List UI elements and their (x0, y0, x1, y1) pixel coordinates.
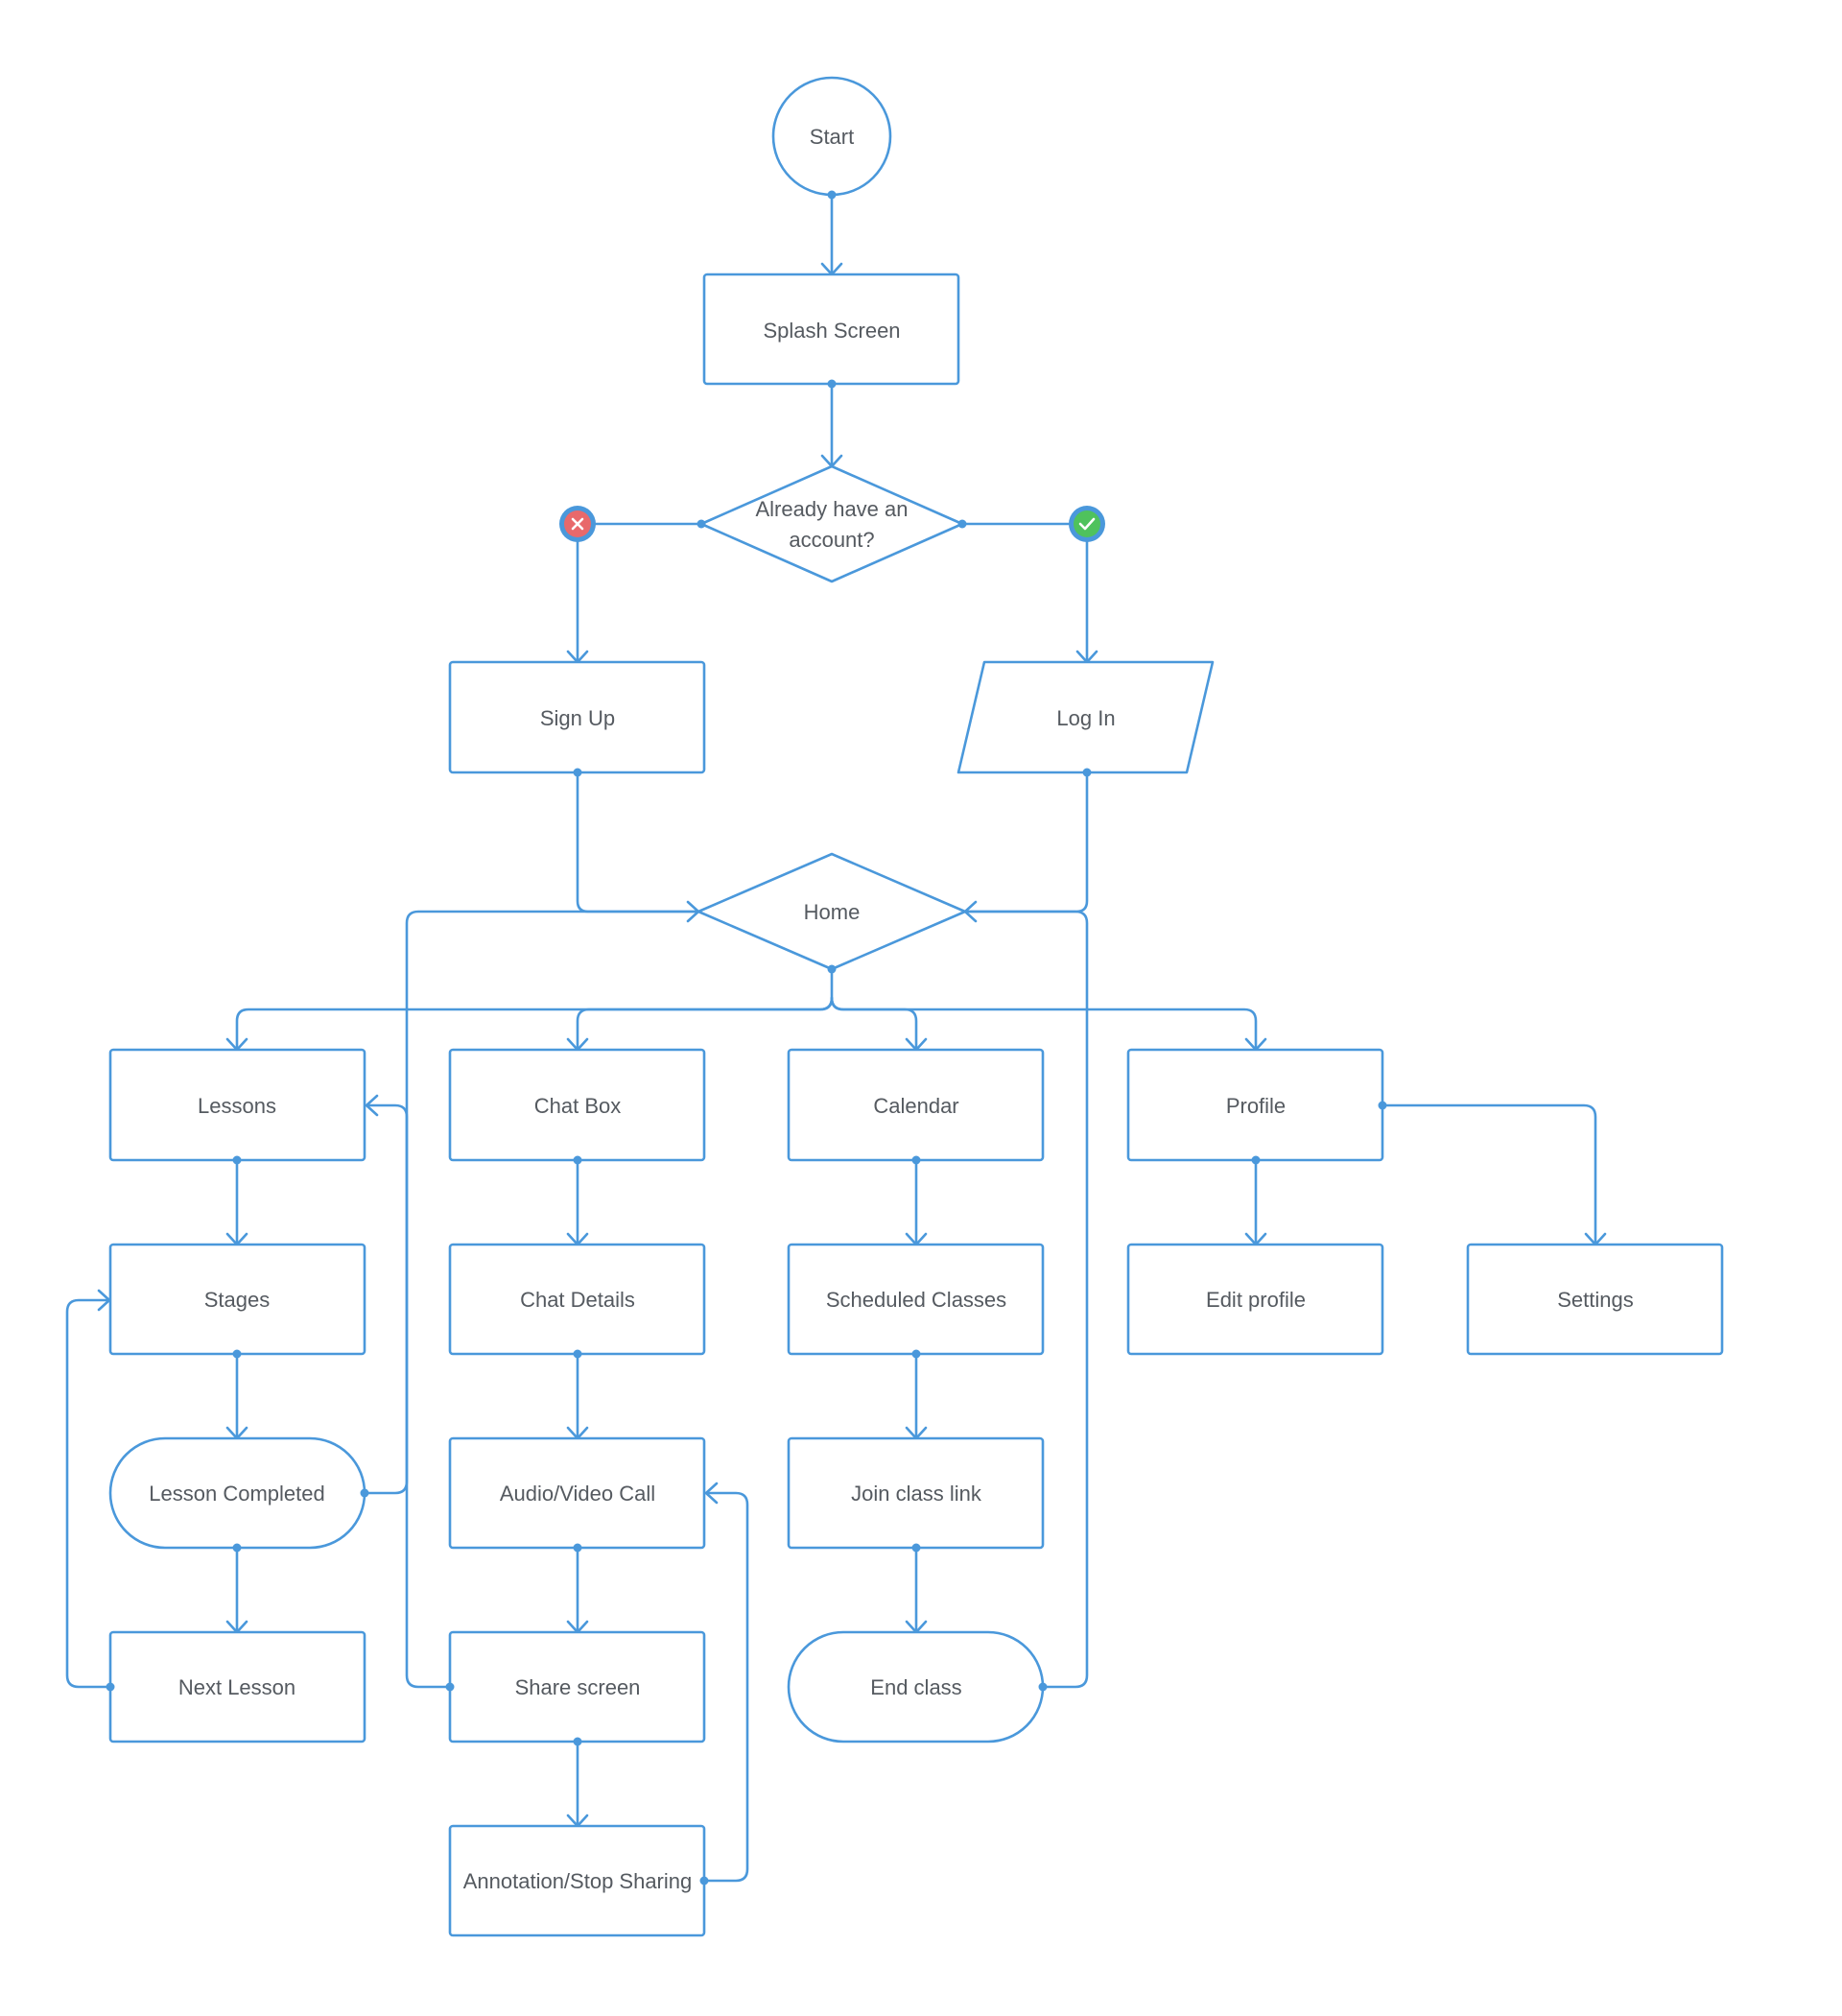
node-end-class[interactable]: End class (787, 1630, 1045, 1743)
check-icon (1069, 506, 1105, 542)
edge-completed-lessons-loop (363, 1103, 409, 1495)
port (911, 1543, 921, 1553)
node-log-in-label: Log In (1056, 706, 1115, 730)
node-share-screen[interactable]: Share screen (448, 1630, 706, 1743)
node-stages[interactable]: Stages (108, 1243, 366, 1356)
node-scheduled-classes[interactable]: Scheduled Classes (787, 1243, 1045, 1356)
decision-label-line2: account? (789, 528, 874, 552)
node-calendar[interactable]: Calendar (787, 1048, 1045, 1162)
x-icon (559, 506, 596, 542)
node-start[interactable]: Start (771, 76, 892, 197)
port (232, 1349, 242, 1359)
edge-profile-settings (1381, 1103, 1597, 1245)
node-scheduled-classes-label: Scheduled Classes (826, 1288, 1006, 1312)
port (1251, 1155, 1261, 1165)
edge-decision-yes (960, 522, 1089, 663)
port (1378, 1101, 1387, 1110)
port (573, 1737, 582, 1746)
node-chat-box-label: Chat Box (534, 1094, 622, 1118)
port (232, 1543, 242, 1553)
node-log-in[interactable]: Log In (956, 660, 1215, 774)
ports (106, 190, 1387, 1886)
arrowhead-left (365, 1094, 379, 1117)
node-chat-box[interactable]: Chat Box (448, 1048, 706, 1162)
arrowhead-left (704, 1482, 719, 1505)
node-lesson-completed[interactable]: Lesson Completed (108, 1436, 366, 1550)
nodes: Start Splash Screen Already have an acco… (108, 76, 1724, 1937)
edge-home-calendar (830, 996, 918, 1051)
port (573, 1349, 582, 1359)
node-lessons-label: Lessons (198, 1094, 276, 1118)
node-join-class-link-label: Join class link (851, 1482, 982, 1506)
port (911, 1349, 921, 1359)
node-profile[interactable]: Profile (1126, 1048, 1384, 1162)
port (827, 379, 837, 389)
port (573, 1155, 582, 1165)
node-next-lesson-label: Next Lesson (178, 1675, 295, 1699)
node-settings-label: Settings (1557, 1288, 1634, 1312)
port (911, 1155, 921, 1165)
port (232, 1155, 242, 1165)
node-splash-screen[interactable]: Splash Screen (702, 273, 960, 386)
edge-share-home-loop (405, 910, 699, 1689)
node-sign-up[interactable]: Sign Up (448, 660, 706, 774)
node-settings[interactable]: Settings (1466, 1243, 1724, 1356)
port (573, 1543, 582, 1553)
edge-next-stages-loop (65, 1298, 112, 1689)
node-calendar-label: Calendar (873, 1094, 958, 1118)
edge-home-profile (830, 996, 1258, 1051)
node-home-label: Home (804, 900, 861, 924)
edge-end-home-loop (963, 910, 1089, 1689)
node-sign-up-label: Sign Up (540, 706, 615, 730)
port (827, 190, 837, 200)
port (360, 1488, 369, 1498)
port (106, 1682, 115, 1692)
edges (65, 193, 1597, 1883)
port (1038, 1682, 1048, 1692)
node-annotation-stop-sharing[interactable]: Annotation/Stop Sharing (448, 1824, 706, 1937)
node-account-decision[interactable]: Already have an account? (699, 464, 964, 583)
node-home[interactable]: Home (697, 852, 967, 971)
node-annotation-stop-sharing-label: Annotation/Stop Sharing (463, 1869, 693, 1893)
port (573, 768, 582, 777)
node-audio-video-call[interactable]: Audio/Video Call (448, 1436, 706, 1550)
edge-annotation-call-loop (702, 1491, 749, 1883)
edge-login-home (963, 771, 1089, 913)
port (1082, 768, 1092, 777)
node-edit-profile-label: Edit profile (1206, 1288, 1306, 1312)
node-profile-label: Profile (1226, 1094, 1286, 1118)
node-lessons[interactable]: Lessons (108, 1048, 366, 1162)
node-lesson-completed-label: Lesson Completed (149, 1482, 324, 1506)
edge-signup-home (576, 771, 699, 913)
edge-decision-no (576, 522, 703, 663)
node-share-screen-label: Share screen (515, 1675, 641, 1699)
decision-label-line1: Already have an (756, 497, 909, 521)
edge-home-chatbox (576, 996, 834, 1051)
node-audio-video-call-label: Audio/Video Call (500, 1482, 655, 1506)
node-next-lesson[interactable]: Next Lesson (108, 1630, 366, 1743)
node-edit-profile[interactable]: Edit profile (1126, 1243, 1384, 1356)
port (445, 1682, 455, 1692)
port (957, 519, 967, 529)
node-end-class-label: End class (870, 1675, 961, 1699)
port (827, 964, 837, 974)
port (699, 1876, 709, 1886)
node-start-label: Start (810, 125, 854, 149)
node-stages-label: Stages (204, 1288, 271, 1312)
node-splash-screen-label: Splash Screen (763, 319, 900, 343)
port (697, 519, 706, 529)
node-chat-details-label: Chat Details (520, 1288, 635, 1312)
node-chat-details[interactable]: Chat Details (448, 1243, 706, 1356)
node-join-class-link[interactable]: Join class link (787, 1436, 1045, 1550)
